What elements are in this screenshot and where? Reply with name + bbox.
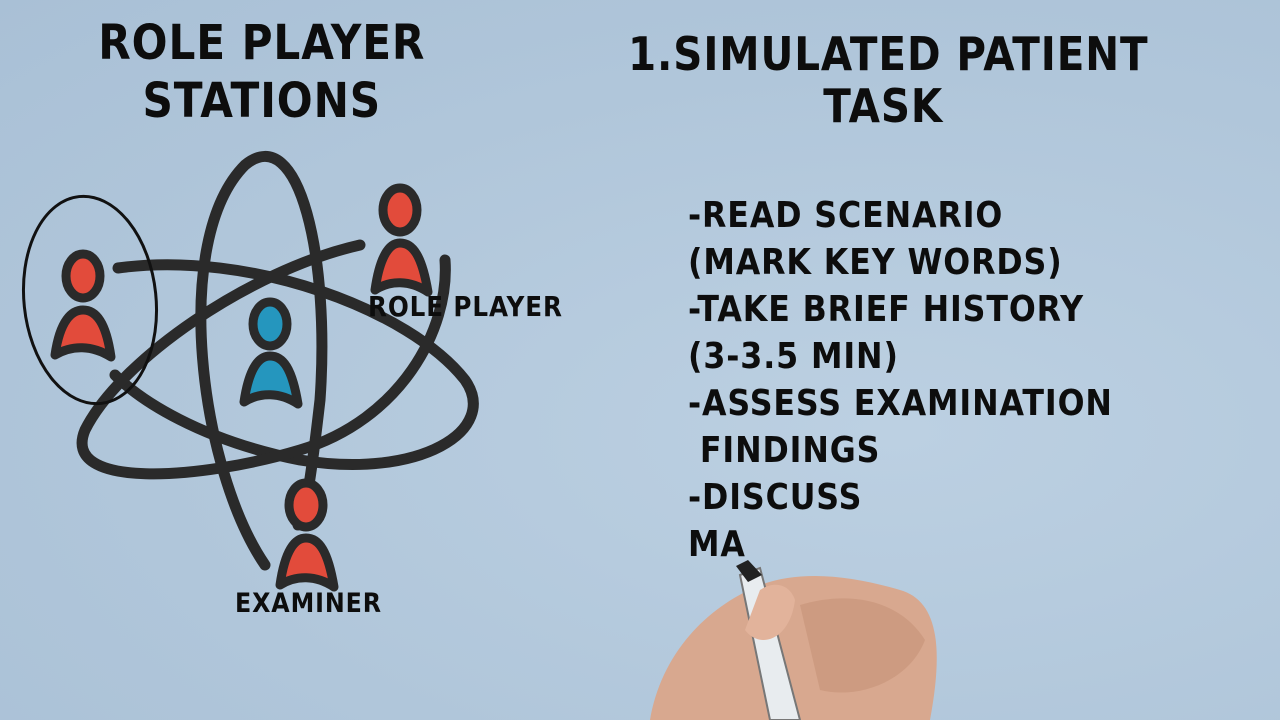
highlight-circle: [21, 194, 159, 406]
task-list: -READ SCENARIO (MARK KEY WORDS) -TAKE BR…: [688, 192, 1113, 568]
task-line: (MARK KEY WORDS): [688, 242, 1063, 283]
task-line: -ASSESS EXAMINATION: [688, 383, 1113, 424]
left-title: ROLE PLAYER STATIONS: [88, 14, 436, 130]
task-line: (3-3.5 MIN): [688, 336, 899, 377]
left-title-line-2: STATIONS: [142, 73, 382, 129]
orbit-tilted-1: [109, 259, 479, 470]
role-player-label: ROLE PLAYER: [368, 290, 563, 323]
role-player-figure-icon: [370, 183, 433, 297]
center-figure-icon: [239, 297, 303, 409]
orbit-tilted-2: [76, 239, 451, 480]
examiner-figure-icon: [275, 478, 339, 592]
right-title-line-2: TASK: [823, 79, 944, 133]
task-line: -READ SCENARIO: [688, 195, 1004, 236]
right-title: 1.SIMULATED PATIENT TASK: [628, 27, 1149, 133]
task-line: -TAKE BRIEF HISTORY: [688, 289, 1084, 330]
examiner-label: EXAMINER: [235, 588, 382, 619]
hand-with-marker-icon: [650, 560, 937, 720]
task-line: -DISCUSS: [688, 477, 863, 518]
right-title-line-1: 1.SIMULATED PATIENT: [628, 27, 1149, 81]
left-title-line-1: ROLE PLAYER: [98, 15, 426, 71]
task-line-partial: MA: [688, 524, 746, 565]
candidate-figure-icon: [50, 249, 116, 362]
task-line: FINDINGS: [688, 430, 881, 471]
